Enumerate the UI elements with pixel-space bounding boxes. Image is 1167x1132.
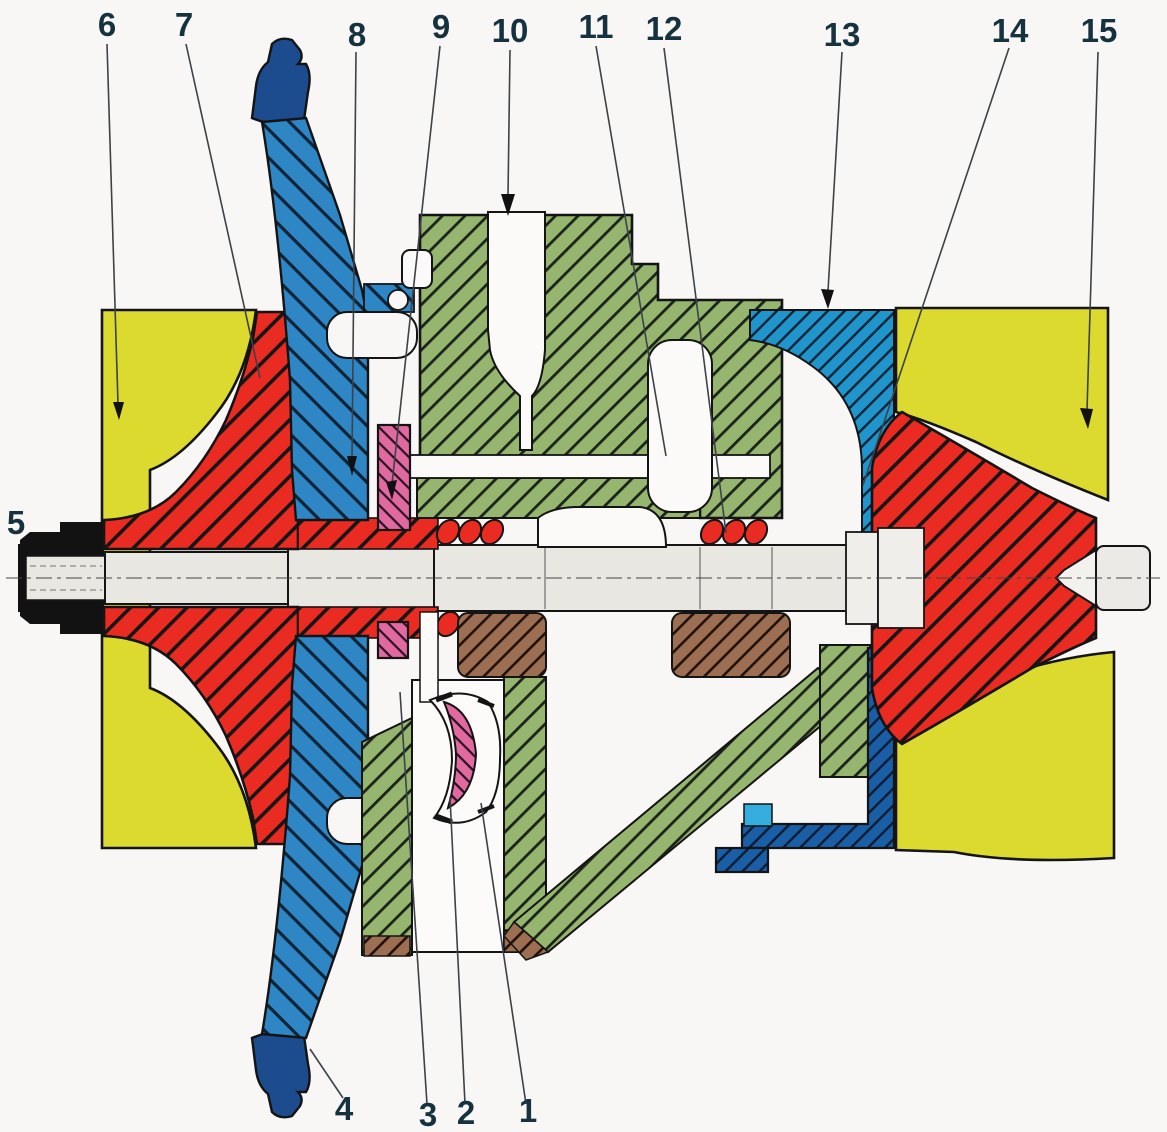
- backplate-flange: [361, 716, 413, 956]
- leader-lines: [106, 43, 1099, 1105]
- bearing-support-right: [671, 612, 791, 678]
- callout-7: 7: [175, 6, 193, 43]
- callout-12: 12: [646, 10, 683, 47]
- backplate-cyan-corner: [743, 803, 773, 827]
- turbine-housing-top: [894, 306, 1110, 502]
- seal-bushing-lower: [376, 620, 410, 660]
- compressor-housing-left: [100, 308, 258, 850]
- oil-slinger-edge: [419, 611, 439, 703]
- callout-labels: 6 7 8 9 10 11 12 13 14 15 5 4 3 2 1: [7, 6, 1118, 1132]
- bearing-support-left: [457, 612, 547, 678]
- callout-6: 6: [98, 6, 116, 43]
- callout-1: 1: [519, 1092, 537, 1129]
- drive-disc: [250, 37, 418, 1119]
- oil-inlet-passage: [487, 211, 546, 451]
- callout-10: 10: [492, 12, 529, 49]
- oil-drain-group: [361, 611, 871, 961]
- disc-upper-slot: [326, 311, 418, 359]
- housing-cavity: [647, 339, 713, 513]
- seal-bushing-upper: [376, 423, 412, 532]
- callout-4: 4: [335, 1090, 354, 1127]
- callout-15: 15: [1081, 12, 1118, 49]
- shaft-locknut: [18, 522, 104, 634]
- callout-5: 5: [7, 504, 25, 541]
- drain-elbow-pink: [442, 700, 478, 811]
- seal-pink-group: [376, 423, 412, 660]
- callout-13: 13: [824, 16, 861, 53]
- callout-3: 3: [419, 1096, 437, 1132]
- callout-14: 14: [992, 12, 1029, 49]
- callout-2: 2: [457, 1094, 475, 1131]
- heat-shield: [749, 309, 895, 561]
- callout-8: 8: [348, 16, 366, 53]
- callout-9: 9: [432, 8, 450, 45]
- oil-deflector-hump: [537, 506, 668, 548]
- bearing-housing: [381, 211, 784, 548]
- callout-11: 11: [579, 8, 614, 45]
- drain-duct-arm: [819, 644, 871, 778]
